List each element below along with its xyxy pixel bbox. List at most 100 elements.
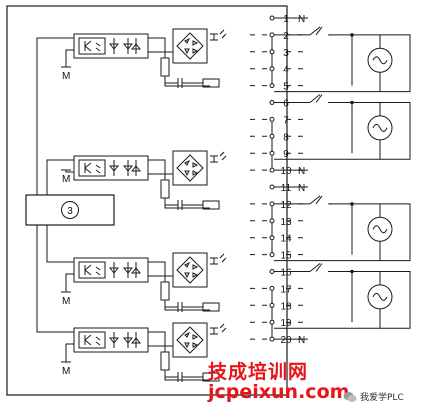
diode-icon <box>108 332 120 348</box>
ground-label: M <box>62 71 70 82</box>
diode-icon <box>130 332 142 348</box>
optocoupler-box <box>73 327 149 353</box>
load-wire <box>380 34 411 93</box>
transistor-icon <box>84 40 92 52</box>
led-arrow <box>95 164 101 174</box>
terminal-number: 2 <box>283 31 289 42</box>
sine-wave <box>372 123 388 132</box>
terminal-16 <box>269 269 275 274</box>
junction-dot <box>350 202 354 206</box>
resistor-icon <box>160 281 170 301</box>
resistor-icon <box>202 78 220 88</box>
terminal-number: 18 <box>280 301 292 312</box>
ground-label: M <box>62 296 70 307</box>
load-wire <box>274 26 381 49</box>
diode-icon <box>108 38 120 54</box>
load-wire <box>380 102 411 160</box>
terminal-number: 19 <box>280 318 292 329</box>
diode-icon <box>130 160 142 176</box>
terminal-number: 12 <box>280 200 292 211</box>
bridge-rectifier-icon <box>176 32 204 60</box>
led-arrow <box>219 151 227 161</box>
terminal-18 <box>269 302 275 308</box>
ground-line <box>61 273 74 293</box>
wechat-icon <box>343 391 357 402</box>
led-icon <box>210 327 218 335</box>
led-arrow <box>95 42 101 52</box>
terminal-number: 11 <box>281 183 292 194</box>
neutral-label: N <box>298 14 305 25</box>
terminal-12 <box>269 201 275 207</box>
terminal-1 <box>269 15 275 21</box>
optocoupler-box <box>73 155 149 181</box>
terminal-number: 3 <box>283 48 289 59</box>
optocoupler-box <box>73 257 149 283</box>
terminal-19 <box>269 319 275 325</box>
terminal-6 <box>269 100 275 105</box>
terminal-number: 7 <box>283 115 289 126</box>
ground-line <box>61 169 74 173</box>
neutral-label: N <box>298 183 305 194</box>
transistor-icon <box>84 162 92 174</box>
resistor-icon <box>160 57 170 77</box>
diode-icon <box>122 38 134 54</box>
capacitor-icon <box>165 200 203 210</box>
terminal-number: 8 <box>283 132 289 143</box>
ground-line <box>61 343 74 363</box>
terminal-number: 10 <box>280 166 292 177</box>
capacitor-icon <box>165 302 203 312</box>
load-circuit-3 <box>274 195 411 262</box>
channel-2: M <box>61 118 306 210</box>
bridge-frame <box>172 28 208 64</box>
rectifier-diode <box>184 159 199 177</box>
led-arrow <box>219 253 227 263</box>
resistor-icon <box>160 179 170 199</box>
terminal-10 <box>269 167 275 173</box>
terminal-8 <box>269 133 275 139</box>
junction-dot <box>350 269 354 274</box>
terminal-number: 14 <box>280 234 292 245</box>
bridge-frame <box>172 150 208 186</box>
transistor-icon <box>84 334 92 346</box>
terminal-number: 13 <box>280 217 292 228</box>
sine-wave <box>372 56 388 65</box>
contact-switch-icon <box>309 263 321 272</box>
rectifier-diode <box>184 37 199 55</box>
terminal-9 <box>269 150 275 156</box>
resistor-icon <box>202 302 220 312</box>
terminal-2 <box>269 32 275 38</box>
terminal-5 <box>269 83 275 89</box>
terminal-number: 16 <box>280 268 292 279</box>
bridge-frame <box>172 322 208 358</box>
load-wire <box>274 72 381 93</box>
led-arrow <box>95 266 101 276</box>
terminal-number: 17 <box>280 284 292 295</box>
diode-icon <box>130 262 142 278</box>
terminal-17 <box>269 285 275 291</box>
transistor-icon <box>84 264 92 276</box>
load-wire <box>380 203 411 262</box>
wire <box>148 331 210 381</box>
bridge-rectifier-icon <box>176 256 204 284</box>
led-arrow <box>219 29 227 39</box>
load-circuit-2 <box>274 94 411 160</box>
wire <box>148 159 210 209</box>
terminal-number: 15 <box>280 251 292 262</box>
terminal-11 <box>269 184 275 190</box>
capacitor-icon <box>165 78 203 88</box>
bridge-rectifier-icon <box>176 326 204 354</box>
channel-3: M <box>61 203 306 312</box>
wire <box>148 37 210 87</box>
load-wire <box>274 139 381 160</box>
wire <box>148 261 210 311</box>
led-arrow <box>219 323 227 333</box>
contact-switch-icon <box>309 94 321 103</box>
load-circuit-1 <box>274 26 411 93</box>
terminal-4 <box>269 66 275 72</box>
junction-dot <box>350 33 354 37</box>
terminal-3 <box>269 49 275 55</box>
sine-wave <box>372 225 388 234</box>
terminal-20 <box>269 336 275 342</box>
led-arrow <box>95 336 101 346</box>
neutral-label: N <box>298 335 305 346</box>
